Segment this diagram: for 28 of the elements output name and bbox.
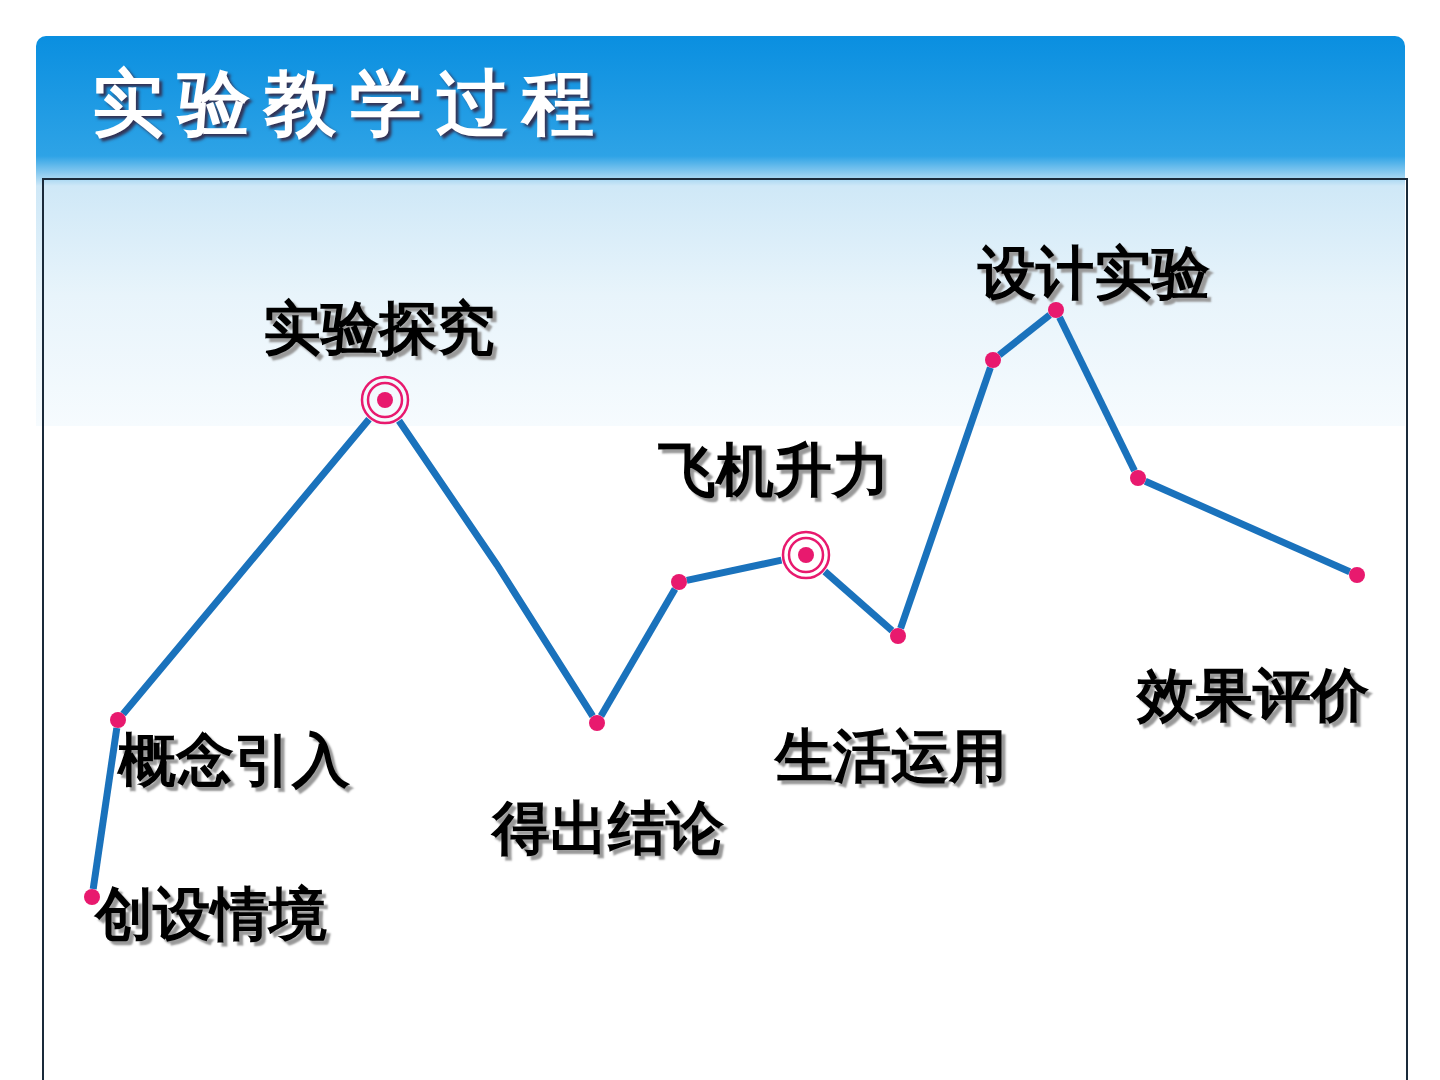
stage-label: 实验探究	[263, 293, 495, 364]
connector-line	[396, 418, 596, 719]
stage-label: 得出结论	[492, 793, 724, 864]
stage-label: 飞机升力	[658, 435, 890, 506]
connector-line	[686, 556, 783, 584]
stage-label: 设计实验	[978, 238, 1210, 309]
stage-label: 生活运用	[775, 721, 1007, 792]
target-marker	[360, 375, 410, 425]
connector-line	[897, 366, 994, 630]
connector-line	[597, 587, 679, 718]
point-marker	[589, 715, 605, 731]
point-marker	[1349, 567, 1365, 583]
point-marker	[1048, 302, 1064, 318]
stage-label: 概念引入	[118, 725, 350, 796]
point-marker	[110, 712, 126, 728]
stage-label: 效果评价	[1137, 660, 1369, 731]
connector-line	[822, 568, 895, 634]
point-marker	[1130, 470, 1146, 486]
connector-line	[89, 727, 121, 890]
connector-line	[997, 312, 1052, 358]
stage-label: 创设情境	[95, 879, 327, 950]
point-marker	[671, 574, 687, 590]
connector-line	[120, 416, 372, 717]
target-marker	[781, 530, 831, 580]
connector-line	[1056, 315, 1138, 473]
slide-title: 实验教学过程	[92, 59, 608, 147]
point-marker	[890, 628, 906, 644]
connector-line	[1143, 478, 1352, 575]
